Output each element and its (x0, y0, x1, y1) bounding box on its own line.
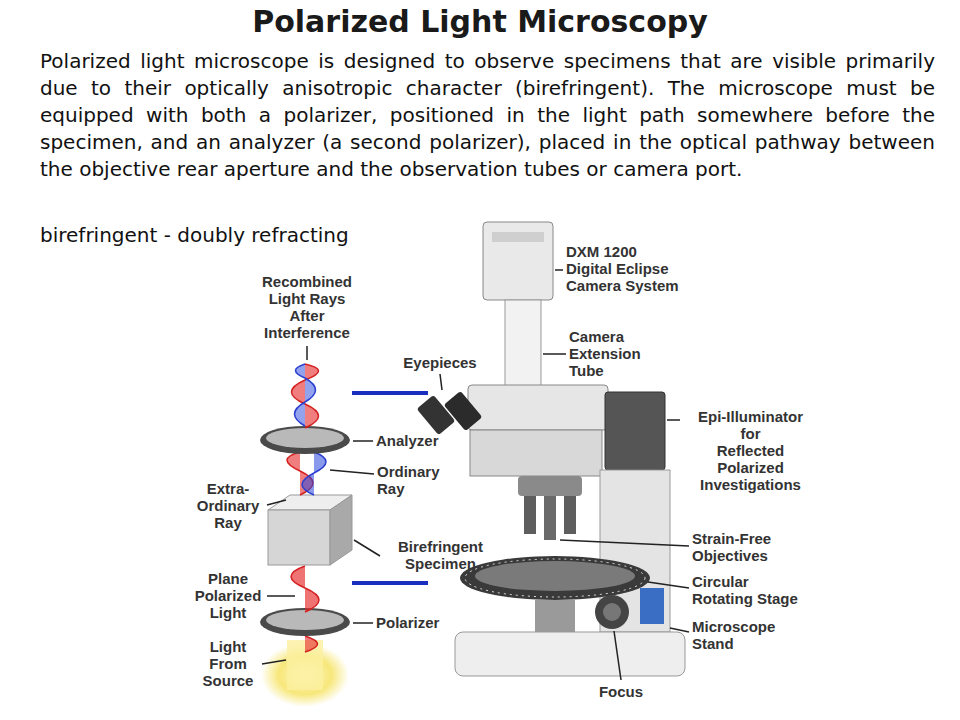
focus-knob-center (603, 603, 621, 621)
objective (544, 496, 556, 540)
part-label: Extra- Ordinary Ray (188, 480, 268, 531)
objective (564, 496, 576, 534)
part-label: Ordinary Ray (377, 463, 457, 497)
stand-column (600, 470, 670, 632)
recombined-wave-red (292, 364, 319, 428)
leader-line (555, 269, 563, 271)
part-label: Microscope Stand (692, 618, 822, 652)
leader-line (262, 660, 286, 664)
leader-line (354, 540, 380, 556)
part-label: Strain-Free Objectives (692, 530, 822, 564)
recombined-wave-blue (295, 364, 316, 426)
leader-line (543, 353, 566, 355)
camera-body (483, 222, 553, 300)
part-label: Recombined Light Rays After Interference (247, 273, 367, 341)
definition-note: birefringent - doubly refracting (40, 222, 460, 249)
specimen-front (268, 510, 330, 565)
leader-line (614, 631, 621, 680)
leader-line (330, 470, 374, 474)
part-label: Plane Polarized Light (188, 570, 268, 621)
extraordinary-ray-wave (302, 452, 326, 495)
part-label: Analyzer (376, 432, 466, 449)
epi-illuminator (605, 392, 665, 470)
leader-line (306, 346, 308, 360)
page-title: Polarized Light Microscopy (0, 4, 960, 40)
part-label: Polarizer (376, 614, 466, 631)
part-label: Eyepieces (400, 354, 480, 371)
leader-line (353, 622, 373, 624)
leader-line (440, 374, 442, 390)
part-label: Birefringent Specimen (383, 538, 498, 572)
plane-polarized-wave (291, 566, 319, 612)
leader-line (560, 540, 689, 546)
leader-line (353, 440, 373, 442)
description-paragraph: Polarized light microscope is designed t… (40, 48, 935, 183)
camera-detail (492, 232, 544, 242)
polarizer-disk (260, 608, 350, 636)
part-label: Epi-Illuminator for Reflected Polarized … (683, 408, 818, 493)
objective (524, 496, 536, 534)
optical-path (260, 364, 428, 707)
polarizer-glass (266, 610, 344, 630)
microscope-head (468, 385, 608, 430)
part-label: Camera Extension Tube (569, 328, 659, 379)
blue-bar (352, 391, 428, 395)
wave-red (305, 636, 318, 652)
eyepiece (444, 391, 483, 431)
specimen-side (330, 495, 352, 565)
part-label: Light From Source (188, 638, 268, 689)
extension-tube (505, 300, 541, 388)
part-label: Focus (586, 683, 656, 700)
leader-line (667, 419, 680, 421)
rotating-stage (460, 556, 650, 600)
leader-line (648, 582, 689, 588)
microscope-base (455, 632, 685, 676)
analyzer-disk (260, 426, 350, 454)
part-label: DXM 1200 Digital Eclipse Camera System (566, 243, 716, 294)
focus-knob (595, 595, 629, 629)
microscope-body (470, 430, 602, 476)
leader-line (670, 628, 689, 632)
nosepiece (518, 476, 582, 496)
analyzer-glass (266, 428, 344, 448)
stage-scale (465, 559, 645, 597)
leader-line (267, 500, 286, 505)
leader-line (267, 595, 295, 597)
condenser (535, 600, 575, 632)
stage-top (475, 561, 635, 591)
part-label: Circular Rotating Stage (692, 573, 822, 607)
side-panel (640, 588, 664, 624)
blue-bar (352, 581, 428, 585)
